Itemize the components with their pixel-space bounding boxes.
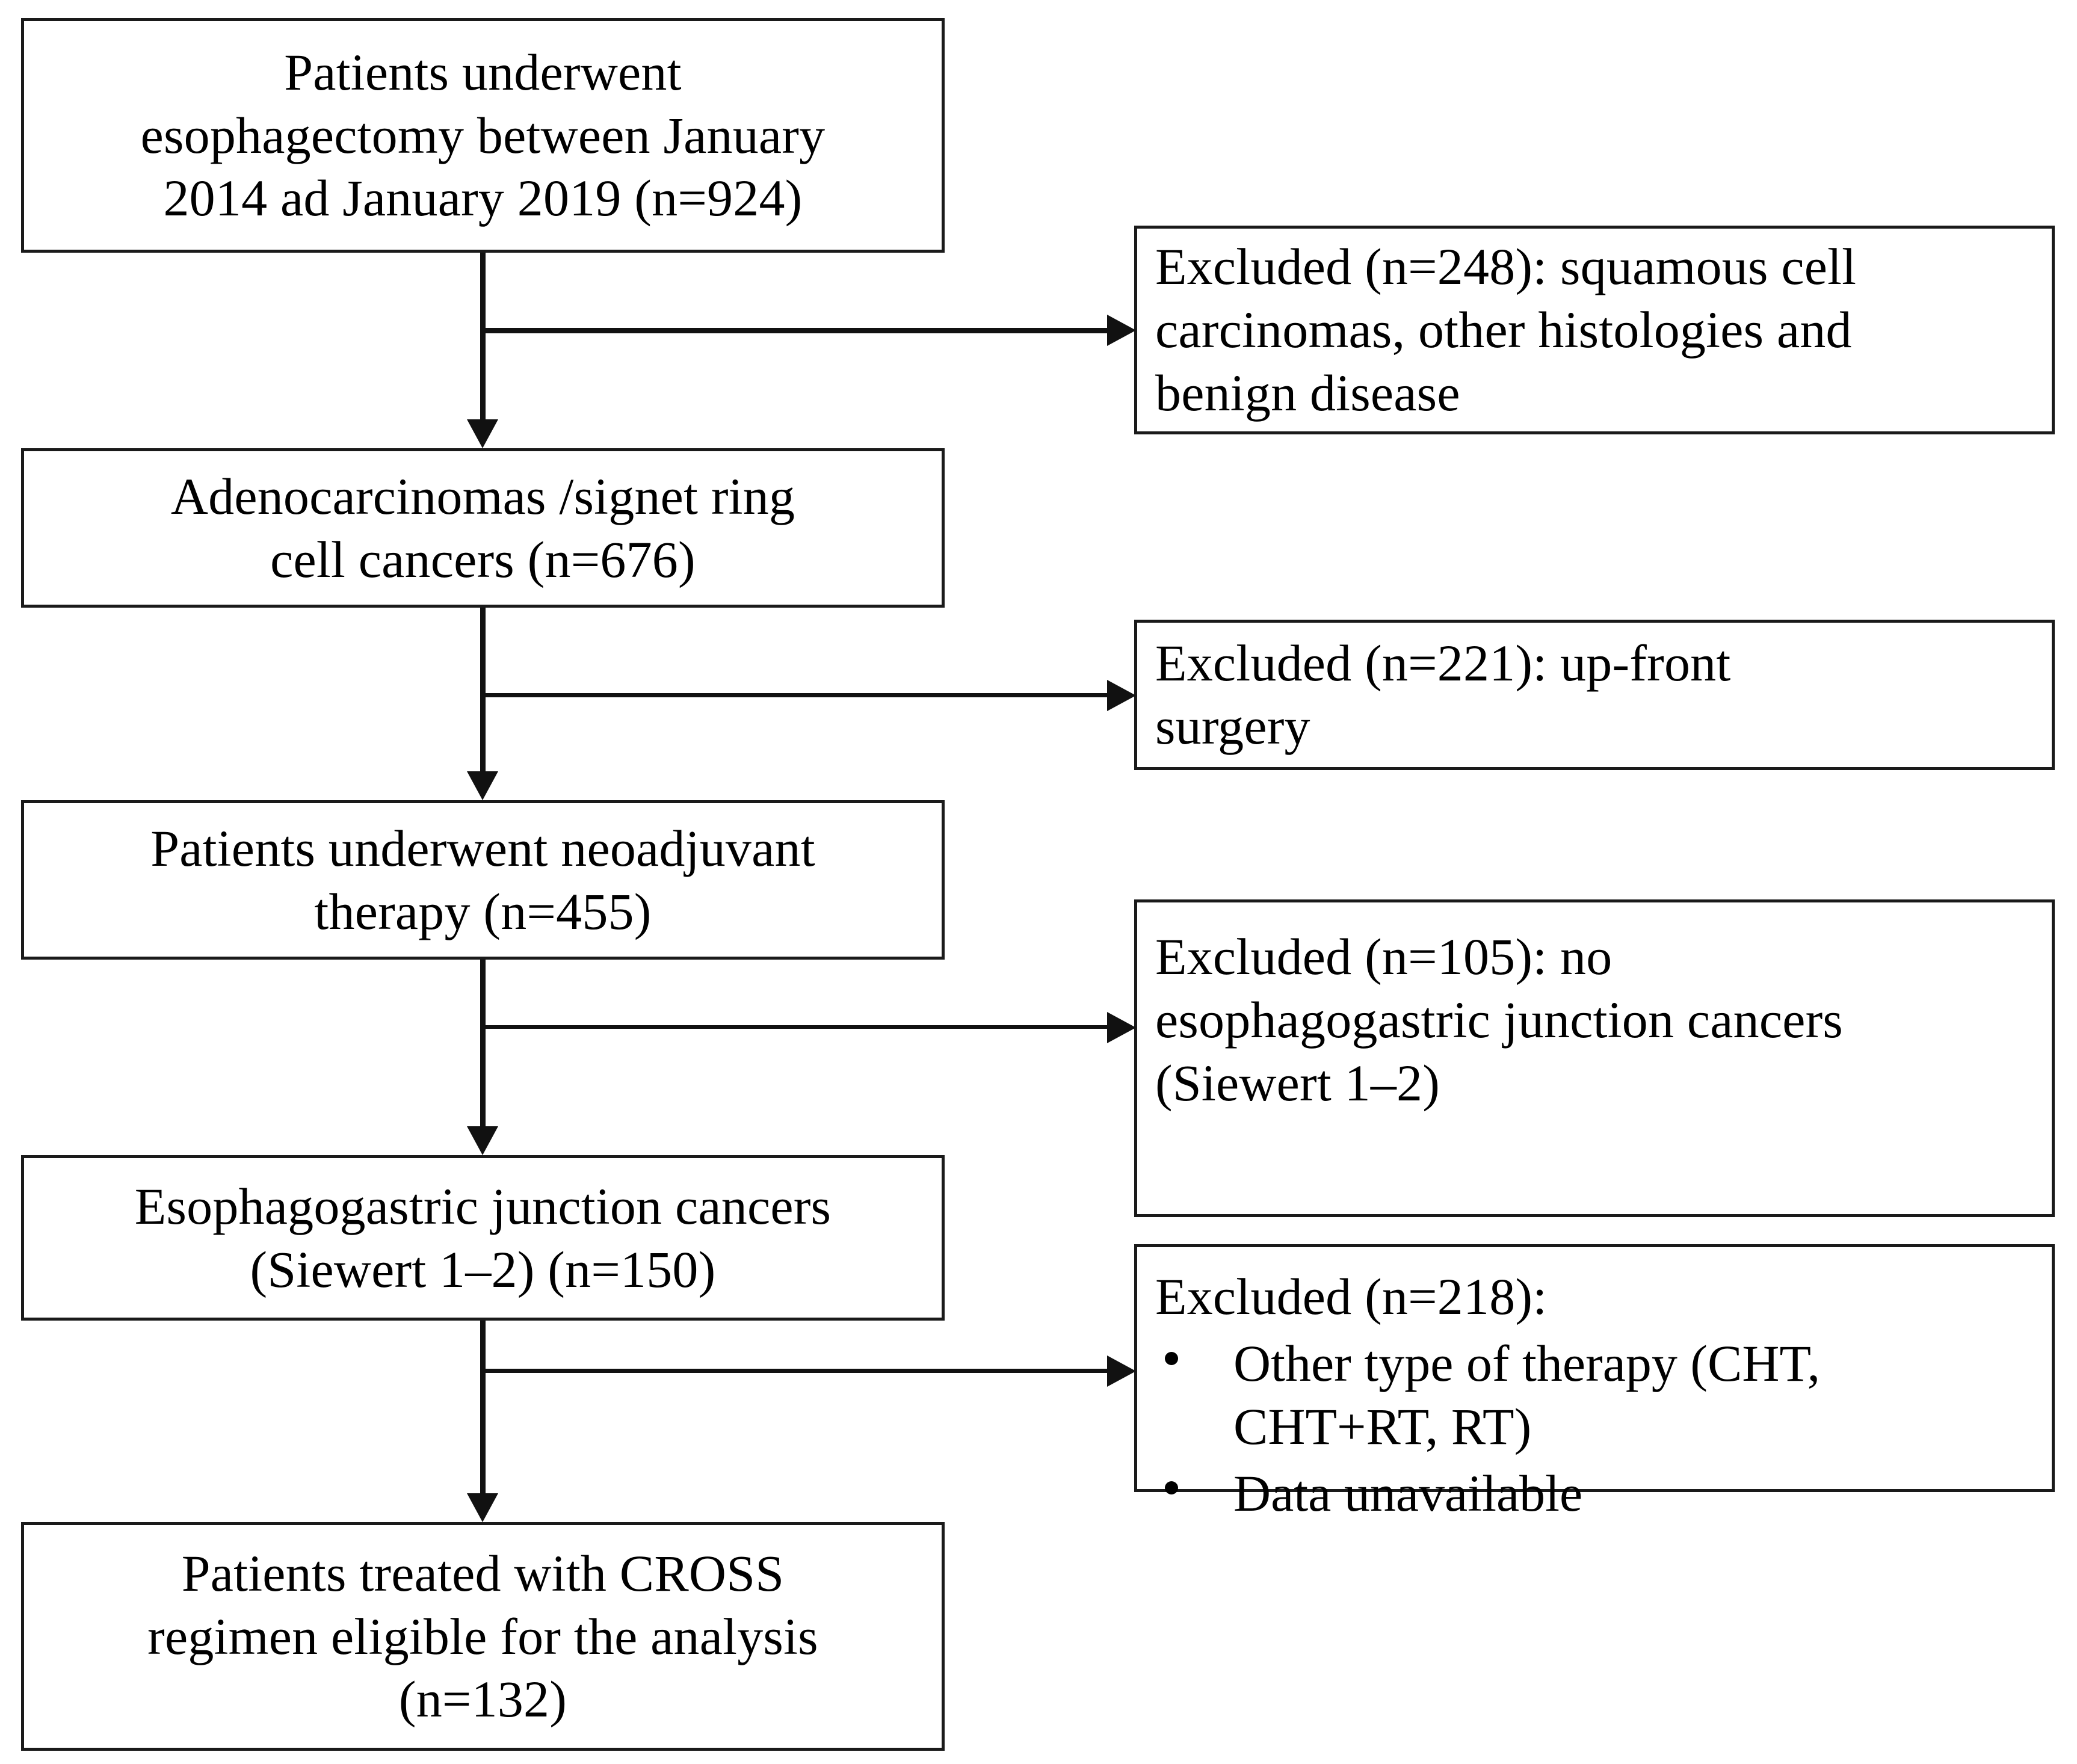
node-adenocarcinomas-label: Adenocarcinomas /signet ring cell cancer… <box>170 467 795 588</box>
exclusion-218-bullet-0: Other type of therapy (CHT, CHT+RT, RT) <box>1233 1334 1821 1455</box>
node-enrolled: Patients underwent esophagectomy between… <box>21 18 945 253</box>
exclusion-218-heading: Excluded (n=218): <box>1155 1268 1548 1325</box>
arrow-down-3 <box>467 1126 498 1155</box>
node-enrolled-label: Patients underwent esophagectomy between… <box>140 43 826 227</box>
connector-branch-2 <box>483 693 1109 697</box>
connector-vertical-4 <box>480 1321 486 1495</box>
node-neoadjuvant-label: Patients underwent neoadjuvant therapy (… <box>150 819 815 940</box>
exclusion-105: Excluded (n=105): no esophagogastric jun… <box>1134 899 2055 1217</box>
arrow-right-4 <box>1107 1355 1136 1387</box>
exclusion-218-bullet-1: Data unavailable <box>1233 1464 1583 1522</box>
connector-vertical-2 <box>480 608 486 773</box>
list-item: Data unavailable <box>1155 1462 2034 1525</box>
exclusion-218-bullet-list: Other type of therapy (CHT, CHT+RT, RT) … <box>1137 1328 2052 1525</box>
arrow-right-3 <box>1107 1012 1136 1043</box>
connector-vertical-3 <box>480 960 486 1128</box>
arrow-down-4 <box>467 1493 498 1522</box>
arrow-down-2 <box>467 771 498 800</box>
node-neoadjuvant: Patients underwent neoadjuvant therapy (… <box>21 800 945 960</box>
connector-vertical-1 <box>480 253 486 421</box>
arrow-down-1 <box>467 419 498 448</box>
node-egj-cancers: Esophagogastric junction cancers (Siewer… <box>21 1155 945 1321</box>
connector-branch-4 <box>483 1369 1109 1373</box>
exclusion-221: Excluded (n=221): up-front surgery <box>1134 620 2055 770</box>
node-cross-eligible: Patients treated with CROSS regimen elig… <box>21 1522 945 1751</box>
exclusion-105-label: Excluded (n=105): no esophagogastric jun… <box>1155 928 1844 1112</box>
arrow-right-2 <box>1107 680 1136 711</box>
exclusion-248: Excluded (n=248): squamous cell carcinom… <box>1134 226 2055 434</box>
connector-branch-3 <box>483 1025 1109 1029</box>
node-egj-cancers-label: Esophagogastric junction cancers (Siewer… <box>134 1177 832 1298</box>
node-adenocarcinomas: Adenocarcinomas /signet ring cell cancer… <box>21 448 945 608</box>
exclusion-248-label: Excluded (n=248): squamous cell carcinom… <box>1155 238 1857 422</box>
exclusion-221-label: Excluded (n=221): up-front surgery <box>1155 634 1731 755</box>
bullet-dot-icon <box>1165 1351 1178 1365</box>
arrow-right-1 <box>1107 315 1136 346</box>
exclusion-218: Excluded (n=218): Other type of therapy … <box>1134 1244 2055 1522</box>
list-item: Other type of therapy (CHT, CHT+RT, RT) <box>1155 1332 2034 1458</box>
connector-branch-1 <box>483 328 1109 333</box>
node-cross-eligible-label: Patients treated with CROSS regimen elig… <box>147 1544 818 1729</box>
bullet-dot-icon <box>1165 1481 1178 1495</box>
